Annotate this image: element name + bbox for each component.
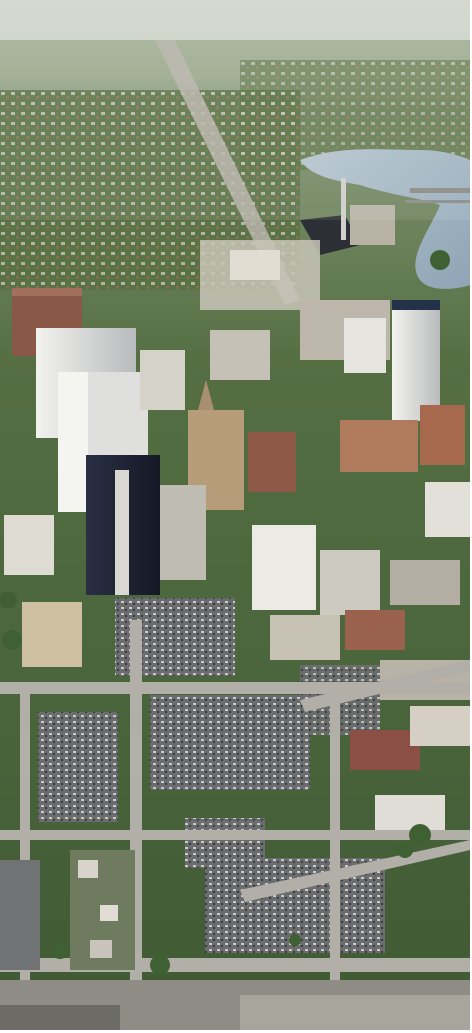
main-avenue — [155, 40, 300, 305]
small-building-left — [22, 602, 82, 667]
parking-lot-3 — [150, 695, 310, 790]
bridge — [410, 188, 470, 193]
river — [300, 149, 470, 289]
parking-lot-2 — [38, 712, 118, 822]
white-tower-right — [392, 303, 440, 421]
smokestack — [341, 178, 346, 240]
